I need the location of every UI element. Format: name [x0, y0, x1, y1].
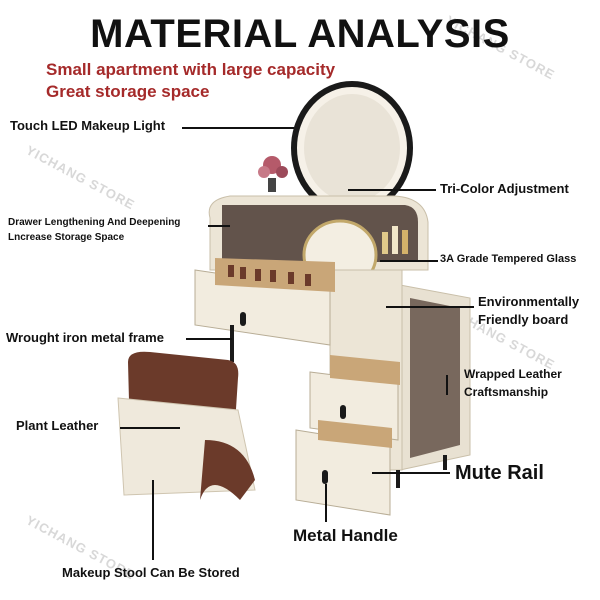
label-wrought-iron: Wrought iron metal frame: [6, 330, 164, 345]
label-wrapped-leather: Wrapped Leather: [464, 367, 562, 381]
middle-drawer-handle: [340, 405, 346, 419]
flower-vase: [258, 156, 288, 192]
callout-line: [325, 484, 327, 522]
label-mute-rail: Mute Rail: [455, 462, 544, 484]
label-craftsmanship: Craftsmanship: [464, 385, 549, 399]
callout-line: [186, 338, 232, 340]
label-glass: 3A Grade Tempered Glass: [440, 253, 577, 265]
label-drawer: Drawer Lengthening And Deepening: [8, 217, 181, 228]
label-touch-led: Touch LED Makeup Light: [10, 118, 166, 133]
callout-line: [446, 375, 448, 395]
label-plant-leather: Plant Leather: [16, 418, 99, 433]
callout-line: [182, 127, 294, 129]
label-drawer-storage: Lncrease Storage Space: [8, 232, 125, 243]
label-makeup-stool: Makeup Stool Can Be Stored: [62, 565, 240, 580]
callout-line: [386, 306, 474, 308]
callout-line: [348, 189, 436, 191]
makeup-stool: [117, 351, 256, 500]
callout-line: [120, 427, 180, 429]
label-friendly-board: Friendly board: [478, 312, 569, 327]
bottom-drawer-handle: [322, 470, 328, 484]
callout-line: [152, 480, 154, 560]
label-tri-color: Tri-Color Adjustment: [440, 181, 569, 196]
subtitle-capacity: Small apartment with large capacity: [46, 60, 336, 79]
label-metal-handle: Metal Handle: [293, 526, 398, 545]
page-title: MATERIAL ANALYSIS: [90, 12, 510, 56]
label-environmentally: Environmentally: [478, 294, 580, 309]
callout-line: [380, 260, 438, 262]
subtitle-storage: Great storage space: [46, 82, 210, 101]
top-drawer-handle: [240, 312, 246, 326]
callout-line: [208, 225, 230, 227]
callout-line: [372, 472, 450, 474]
